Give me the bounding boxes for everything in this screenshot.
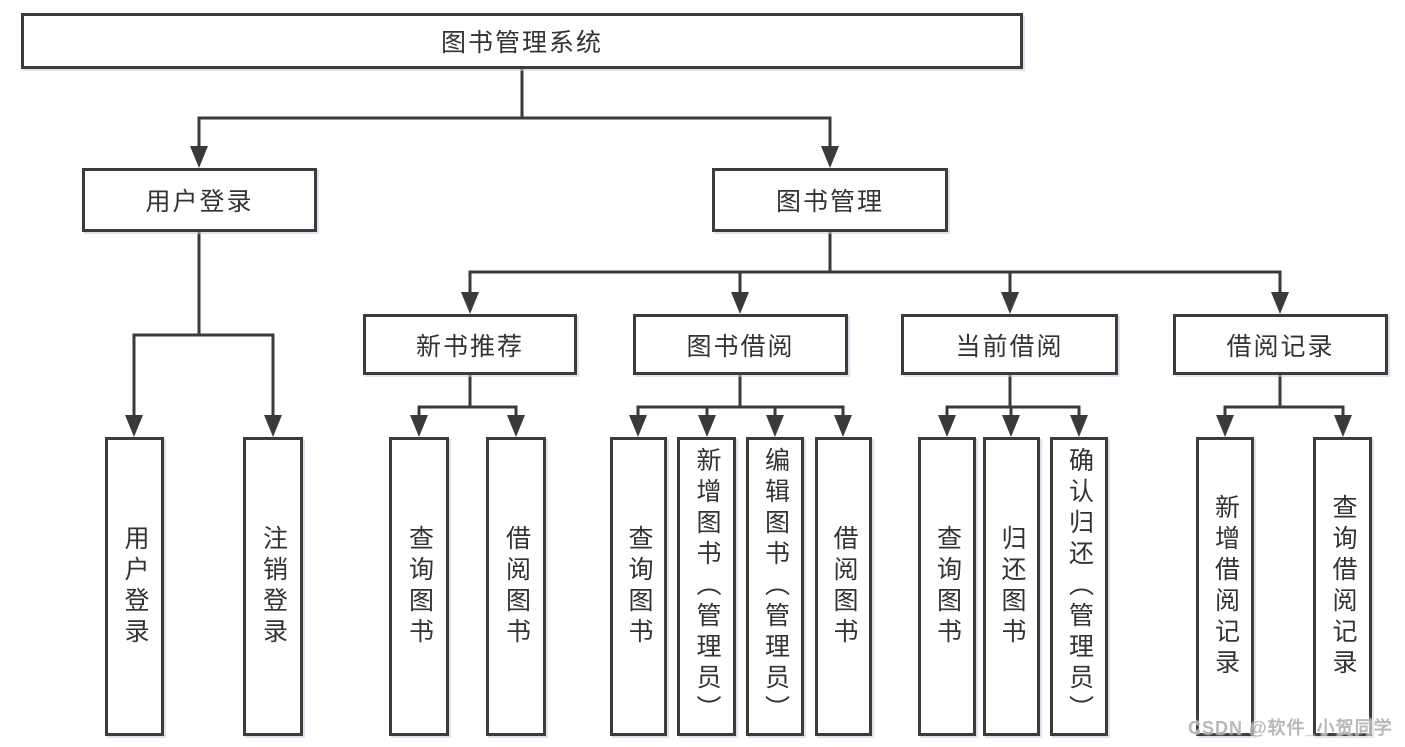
leaf-return-books: 归还图书 bbox=[983, 437, 1040, 736]
arrow-down-icon bbox=[1001, 292, 1019, 314]
node-label: 用户登录 bbox=[145, 188, 254, 216]
node-current-borrowing: 当前借阅 bbox=[901, 314, 1118, 375]
arrow-down-icon bbox=[1070, 415, 1088, 437]
leaf-label: 编辑图书（管理员） bbox=[761, 447, 790, 726]
arrow-down-icon bbox=[731, 292, 749, 314]
leaf-add-books-admin: 新增图书（管理员） bbox=[677, 437, 736, 736]
node-label: 图书管理 bbox=[775, 188, 884, 216]
arrow-down-icon bbox=[1216, 415, 1234, 437]
arrow-down-icon bbox=[821, 146, 839, 168]
node-new-book-recommendation: 新书推荐 bbox=[363, 314, 577, 375]
leaf-label: 查询图书 bbox=[933, 524, 962, 649]
leaf-label: 确认归还（管理员） bbox=[1065, 447, 1094, 726]
leaf-borrow-books: 借阅图书 bbox=[486, 437, 546, 736]
arrowheads bbox=[125, 146, 1352, 437]
leaf-user-login: 用户登录 bbox=[105, 437, 164, 736]
leaf-label: 查询图书 bbox=[625, 524, 653, 649]
leaf-search-books: 查询图书 bbox=[389, 437, 449, 736]
node-label: 图书借阅 bbox=[686, 332, 795, 361]
arrow-down-icon bbox=[410, 415, 428, 437]
leaf-label: 归还图书 bbox=[998, 524, 1026, 649]
arrow-down-icon bbox=[1271, 292, 1289, 314]
leaf-label: 借阅图书 bbox=[830, 524, 858, 649]
leaf-search-books: 查询图书 bbox=[918, 437, 976, 736]
arrow-down-icon bbox=[698, 415, 716, 437]
arrow-down-icon bbox=[507, 415, 525, 437]
leaf-confirm-return-admin: 确认归还（管理员） bbox=[1050, 437, 1108, 736]
leaf-edit-books-admin: 编辑图书（管理员） bbox=[746, 437, 804, 736]
leaf-label: 注销登录 bbox=[259, 524, 288, 649]
leaf-label: 用户登录 bbox=[121, 524, 149, 649]
node-label: 当前借阅 bbox=[955, 332, 1064, 361]
arrow-down-icon bbox=[629, 415, 647, 437]
csdn-watermark: CSDN @软件_小贺同学 bbox=[1188, 718, 1393, 738]
node-label: 借阅记录 bbox=[1226, 332, 1335, 361]
leaf-add-borrow-record: 新增借阅记录 bbox=[1196, 437, 1254, 736]
node-borrowing-records: 借阅记录 bbox=[1173, 314, 1388, 375]
arrow-down-icon bbox=[834, 415, 852, 437]
arrow-down-icon bbox=[1002, 415, 1020, 437]
leaf-logout: 注销登录 bbox=[243, 437, 303, 736]
leaf-borrow-books: 借阅图书 bbox=[815, 437, 872, 736]
node-book-management: 图书管理 bbox=[712, 168, 948, 232]
arrow-down-icon bbox=[938, 415, 956, 437]
node-book-borrowing: 图书借阅 bbox=[633, 314, 848, 375]
leaf-label: 新增图书（管理员） bbox=[693, 447, 721, 726]
arrow-down-icon bbox=[461, 292, 479, 314]
leaf-label: 查询图书 bbox=[405, 524, 434, 649]
arrow-down-icon bbox=[766, 415, 784, 437]
arrow-down-icon bbox=[1334, 415, 1352, 437]
node-library-management-system: 图书管理系统 bbox=[21, 13, 1023, 69]
node-label: 新书推荐 bbox=[415, 332, 524, 361]
arrow-down-icon bbox=[264, 415, 282, 437]
leaf-search-borrow-record: 查询借阅记录 bbox=[1313, 437, 1372, 736]
arrow-down-icon bbox=[125, 415, 143, 437]
arrow-down-icon bbox=[190, 146, 208, 168]
leaf-search-books: 查询图书 bbox=[610, 437, 667, 736]
leaf-label: 查询借阅记录 bbox=[1329, 493, 1357, 680]
leaf-label: 新增借阅记录 bbox=[1211, 493, 1240, 680]
node-label: 图书管理系统 bbox=[440, 29, 603, 57]
node-user-login: 用户登录 bbox=[82, 168, 317, 232]
leaf-label: 借阅图书 bbox=[502, 524, 531, 649]
